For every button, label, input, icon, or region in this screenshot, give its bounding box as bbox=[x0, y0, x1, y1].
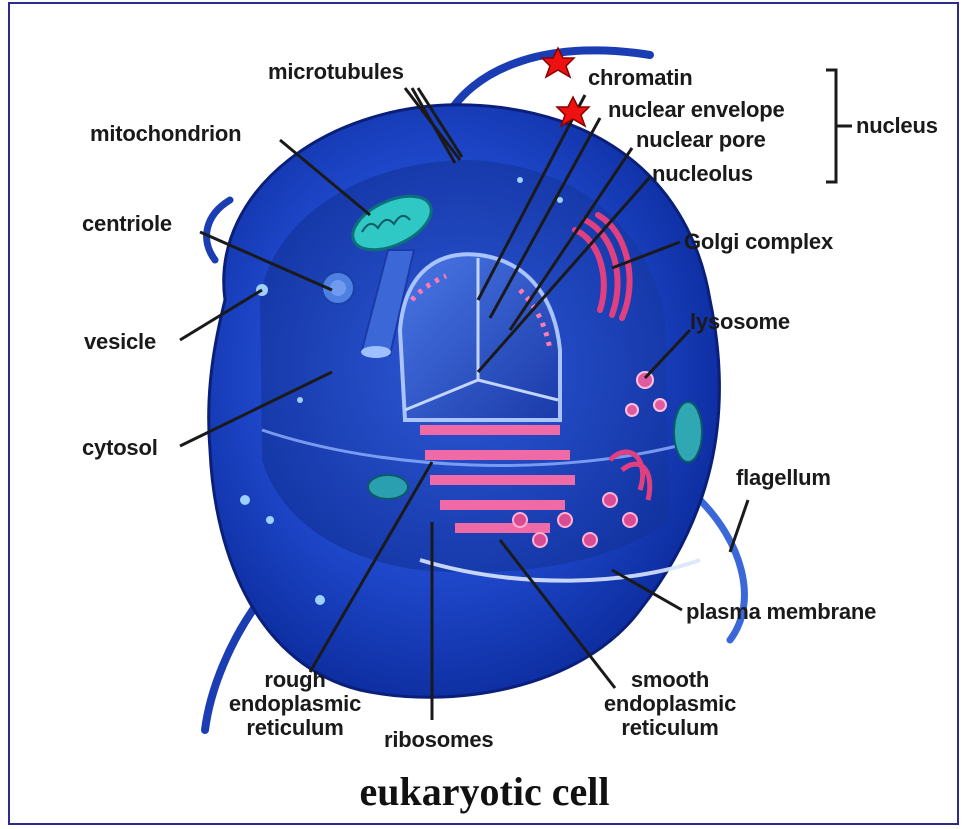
label-nucleus: nucleus bbox=[856, 114, 938, 138]
label-nuclear-envelope: nuclear envelope bbox=[608, 98, 785, 122]
label-microtubules: microtubules bbox=[268, 60, 404, 84]
label-rough-er: rough endoplasmic reticulum bbox=[210, 668, 380, 740]
label-mitochondrion: mitochondrion bbox=[90, 122, 241, 146]
label-nucleolus: nucleolus bbox=[652, 162, 753, 186]
label-vesicle: vesicle bbox=[84, 330, 156, 354]
label-rough-er-line1: rough bbox=[210, 668, 380, 692]
label-flagellum: flagellum bbox=[736, 466, 831, 490]
label-lysosome: lysosome bbox=[690, 310, 790, 334]
star-icon bbox=[557, 97, 589, 126]
mitochondrion-right bbox=[674, 402, 702, 462]
label-smooth-er-line2: endoplasmic bbox=[580, 692, 760, 716]
label-rough-er-line3: reticulum bbox=[210, 716, 380, 740]
label-ribosomes: ribosomes bbox=[384, 728, 493, 752]
label-smooth-er-line3: reticulum bbox=[580, 716, 760, 740]
label-smooth-er-line1: smooth bbox=[580, 668, 760, 692]
label-plasma-membrane: plasma membrane bbox=[686, 600, 876, 624]
label-cytosol: cytosol bbox=[82, 436, 158, 460]
label-rough-er-line2: endoplasmic bbox=[210, 692, 380, 716]
label-chromatin: chromatin bbox=[588, 66, 693, 90]
diagram-title: eukaryotic cell bbox=[0, 768, 969, 815]
label-golgi-complex: Golgi complex bbox=[684, 230, 833, 254]
label-centriole: centriole bbox=[82, 212, 172, 236]
mitochondrion-bottom-left bbox=[368, 475, 408, 499]
label-nuclear-pore: nuclear pore bbox=[636, 128, 766, 152]
label-smooth-er: smooth endoplasmic reticulum bbox=[580, 668, 760, 740]
